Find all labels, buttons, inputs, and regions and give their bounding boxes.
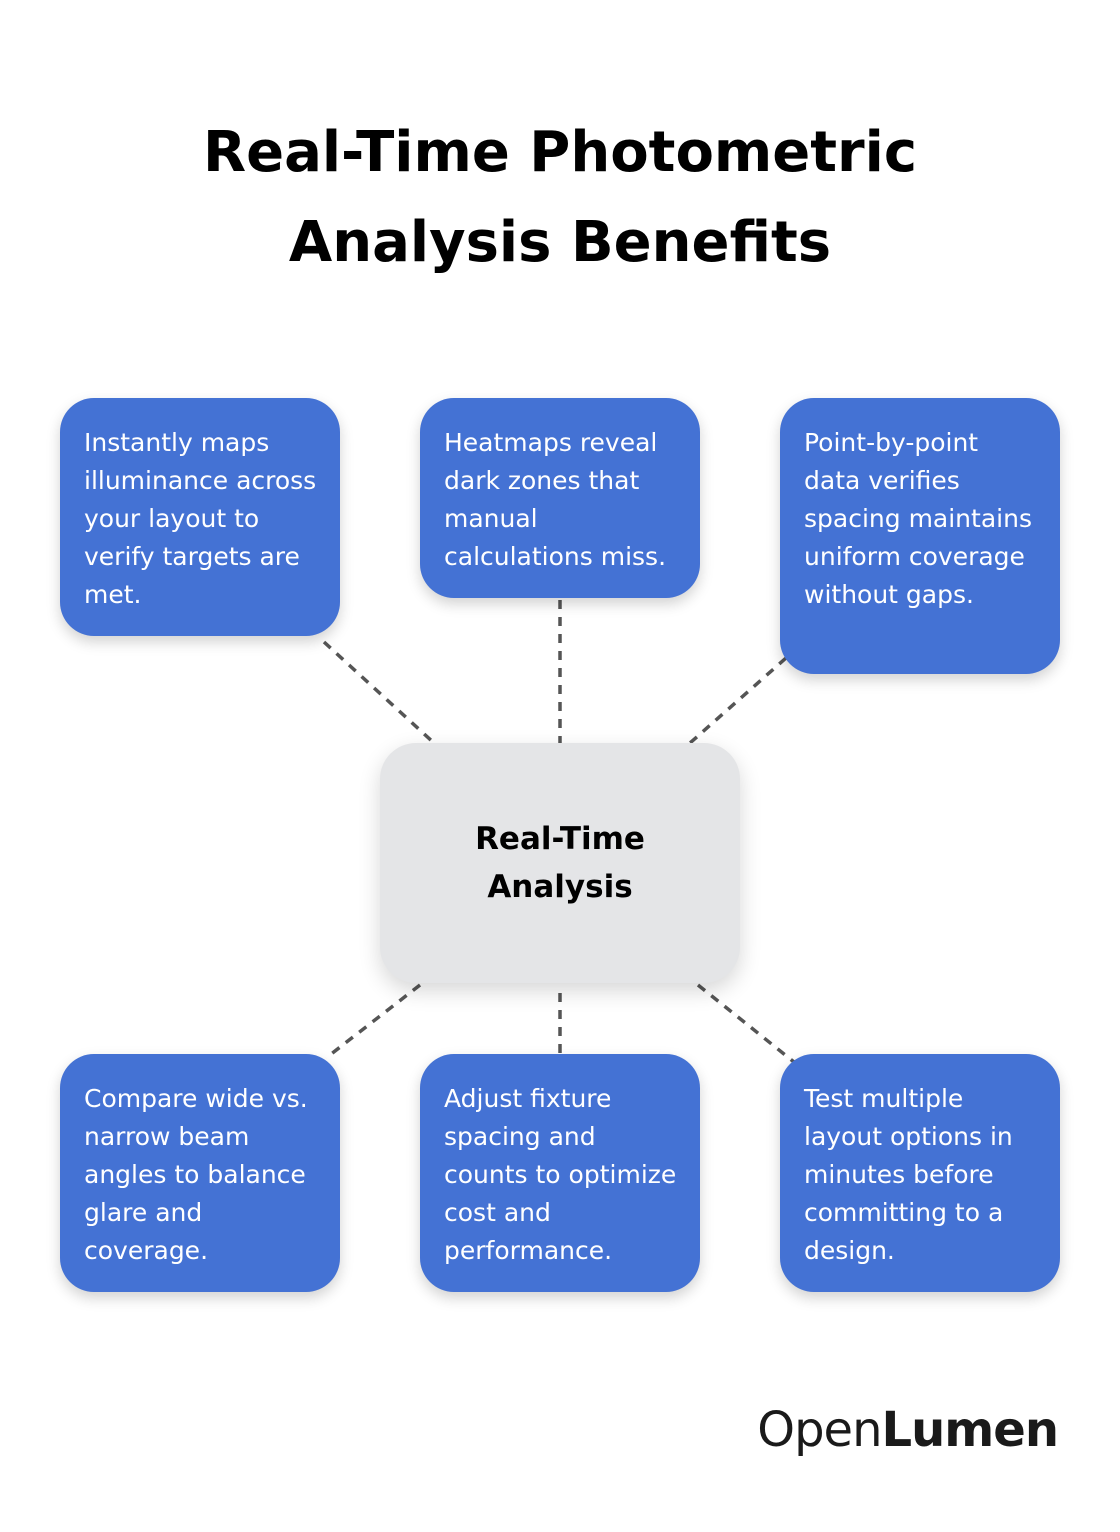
connector-bottom-left	[324, 983, 422, 1060]
benefit-card-text: Adjust fixture spacing and counts to opt…	[444, 1084, 677, 1265]
openlumen-logo: OpenLumen	[757, 1400, 1059, 1460]
center-node: Real-Time Analysis	[380, 743, 740, 983]
benefit-card-fixture-spacing: Adjust fixture spacing and counts to opt…	[420, 1054, 700, 1292]
page-title: Real-Time Photometric Analysis Benefits	[0, 108, 1120, 288]
benefit-card-text: Point-by-point data verifies spacing mai…	[804, 428, 1032, 609]
connector-bottom-right	[696, 983, 796, 1064]
benefit-card-heatmaps: Heatmaps reveal dark zones that manual c…	[420, 398, 700, 598]
logo-part-lumen: Lumen	[881, 1402, 1059, 1458]
connector-top-left	[322, 640, 436, 745]
center-line-1: Real-Time	[475, 821, 645, 857]
benefit-card-text: Test multiple layout options in minutes …	[804, 1084, 1013, 1265]
benefit-card-beam-angles: Compare wide vs. narrow beam angles to b…	[60, 1054, 340, 1292]
logo-part-open: Open	[757, 1402, 882, 1458]
benefit-card-layout-options: Test multiple layout options in minutes …	[780, 1054, 1060, 1292]
title-line-2: Analysis Benefits	[288, 210, 832, 275]
connector-top-right	[688, 656, 788, 745]
center-line-2: Analysis	[487, 869, 633, 905]
benefit-card-point-data: Point-by-point data verifies spacing mai…	[780, 398, 1060, 674]
benefit-card-text: Compare wide vs. narrow beam angles to b…	[84, 1084, 308, 1265]
benefit-card-text: Instantly maps illuminance across your l…	[84, 428, 317, 609]
benefit-card-text: Heatmaps reveal dark zones that manual c…	[444, 428, 667, 571]
benefit-card-illuminance: Instantly maps illuminance across your l…	[60, 398, 340, 636]
title-line-1: Real-Time Photometric	[202, 120, 918, 185]
